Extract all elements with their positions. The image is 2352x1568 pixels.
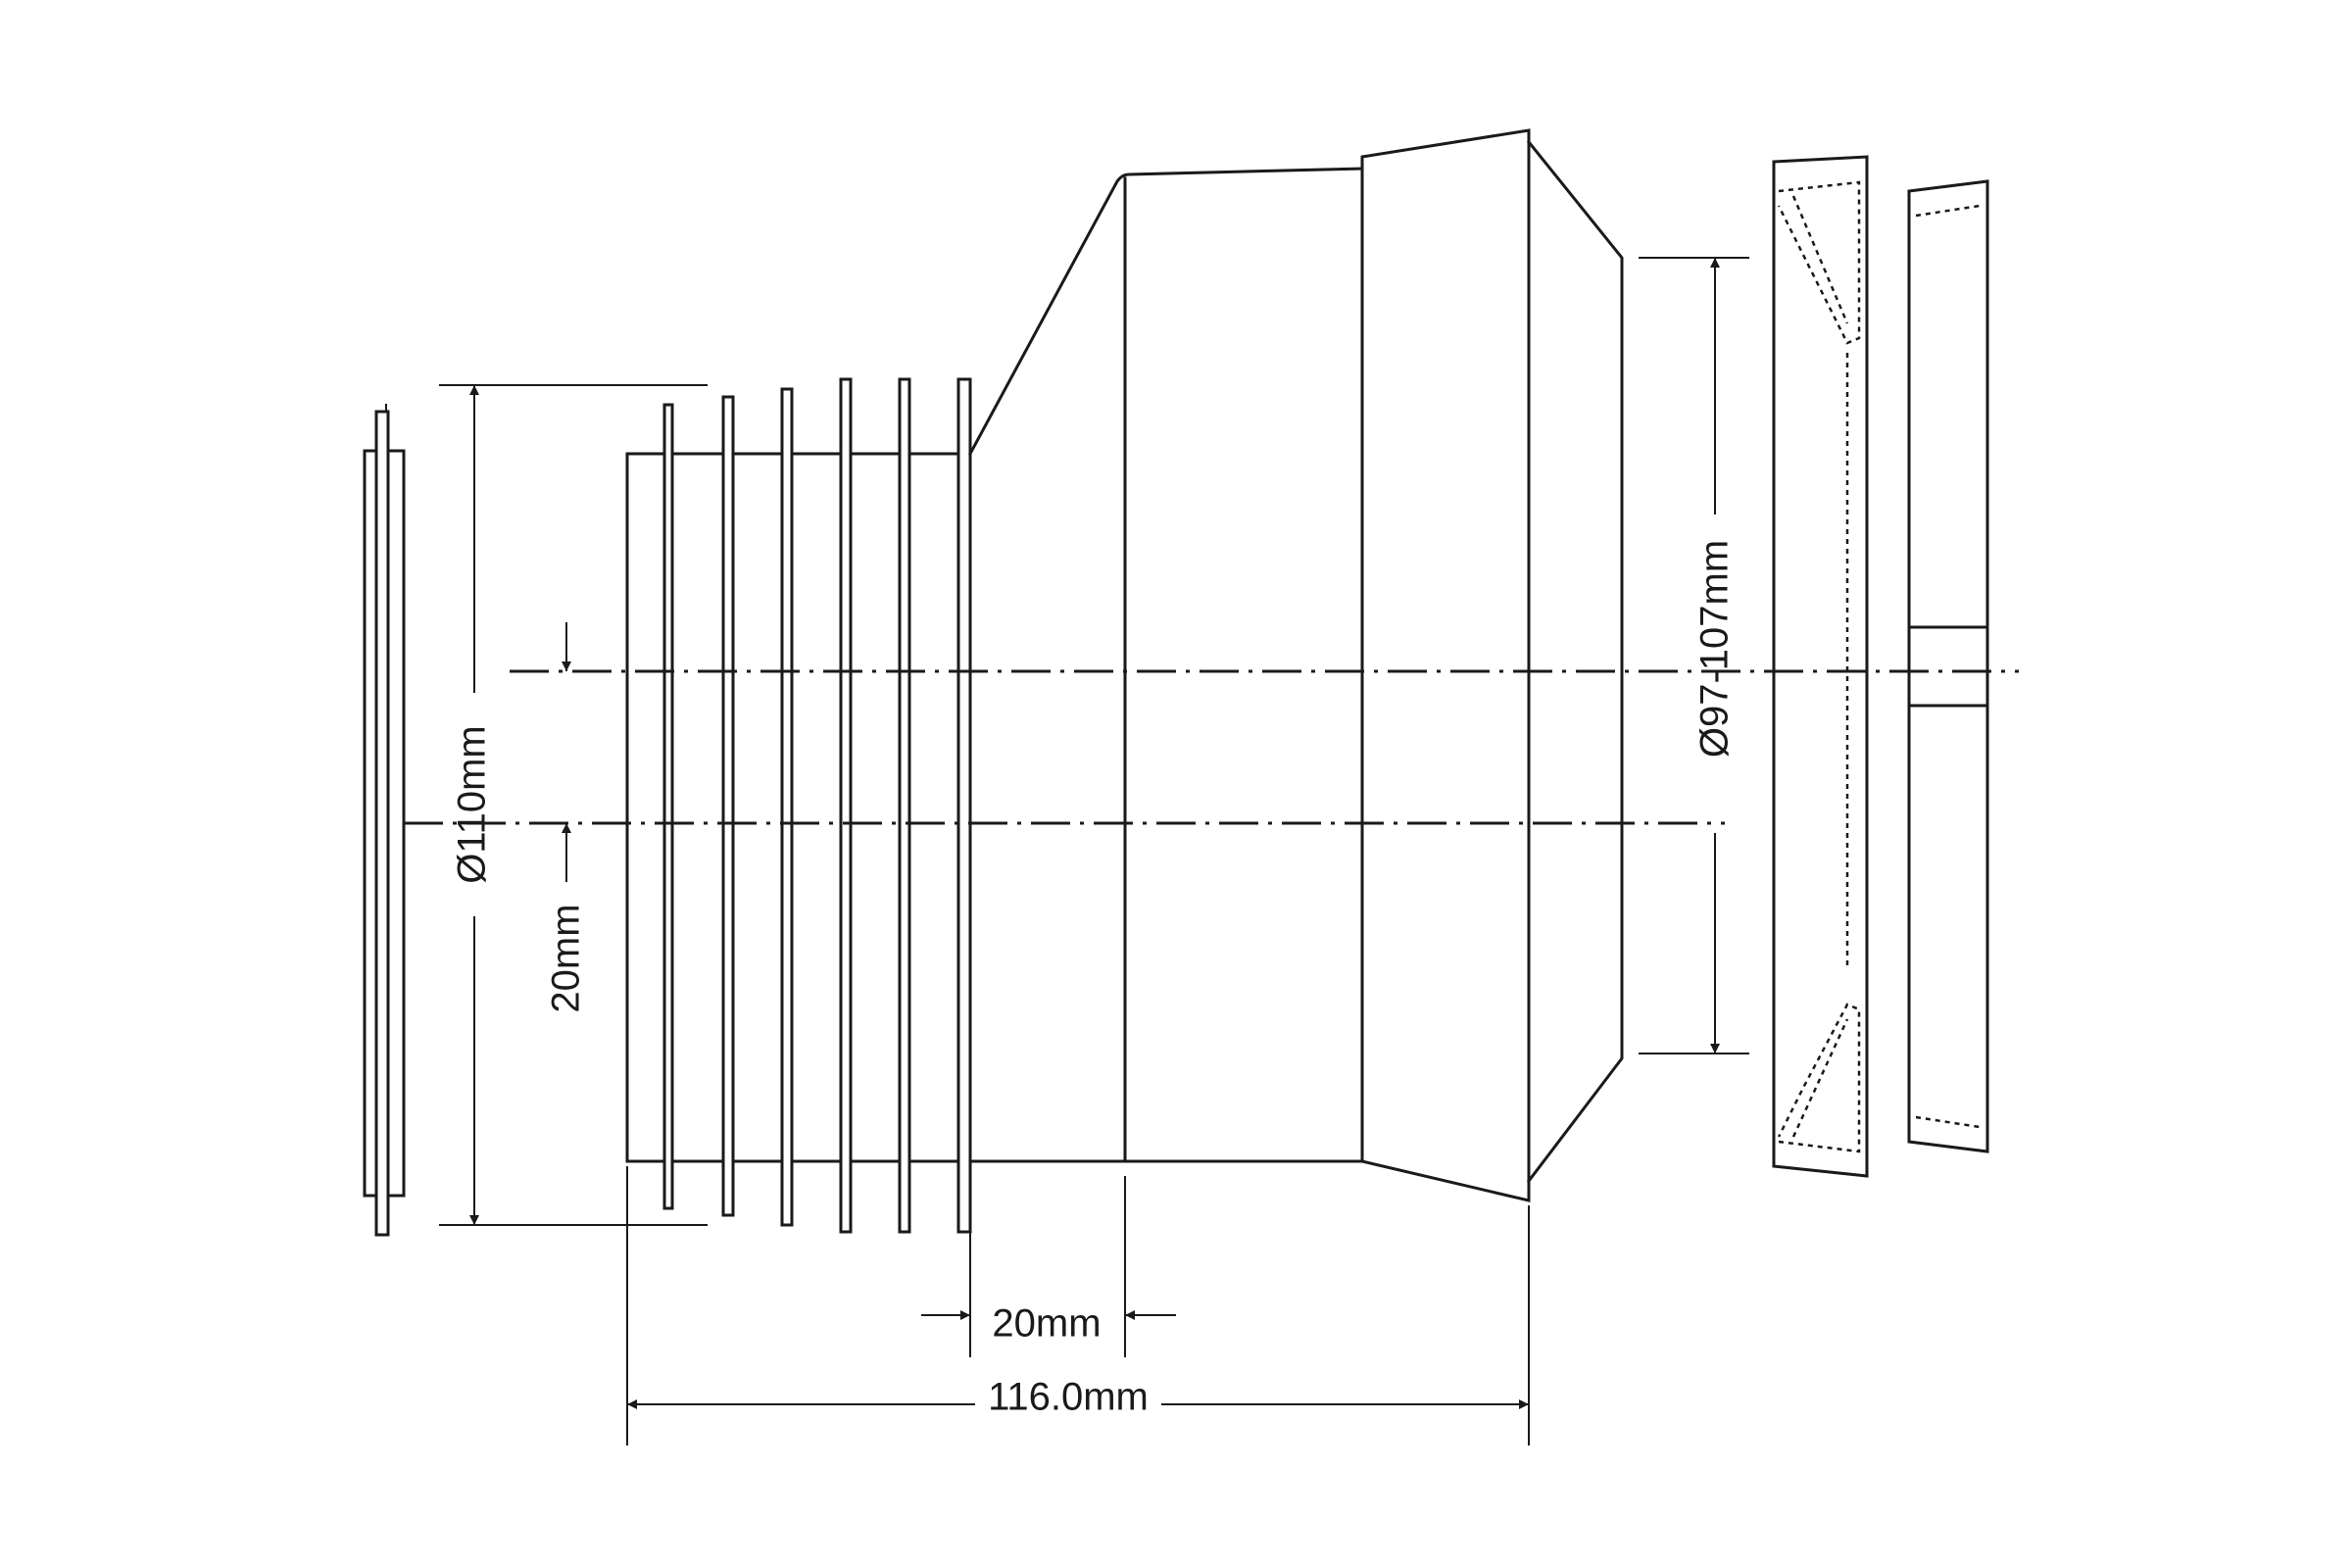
offset-label: 20mm — [545, 904, 588, 1012]
fin-6 — [956, 377, 972, 1234]
total-length-dimension: 116.0mm — [626, 1166, 1530, 1446]
fin-spacing-dimension: 20mm — [921, 1176, 1176, 1357]
inner-diameter-extension-lines — [1639, 257, 1749, 1054]
fin-spacing-label: 20mm — [992, 1302, 1101, 1346]
left-seal-ring — [363, 404, 406, 1237]
outer-diameter-label: Ø110mm — [451, 725, 494, 884]
total-length-label: 116.0mm — [988, 1376, 1149, 1419]
fin-5 — [898, 377, 911, 1234]
right-rubber-seal — [1772, 155, 1869, 1178]
outer-diameter-dimension: Ø110mm — [451, 385, 494, 1225]
fin-2 — [721, 395, 735, 1217]
fin-4 — [839, 377, 853, 1234]
sealing-fins — [662, 377, 972, 1234]
end-seal-ring — [1907, 179, 1989, 1153]
socket-body — [967, 128, 1624, 1202]
fin-3 — [780, 387, 794, 1227]
spigot-body — [625, 452, 972, 1163]
centre-lines — [404, 669, 2019, 825]
outer-diameter-extension-lines — [439, 384, 708, 1226]
offset-dimension: 20mm — [545, 622, 588, 1013]
inner-diameter-label: Ø97-107mm — [1693, 540, 1737, 758]
fin-1 — [662, 403, 674, 1210]
inner-diameter-dimension: Ø97-107mm — [1693, 258, 1737, 1054]
